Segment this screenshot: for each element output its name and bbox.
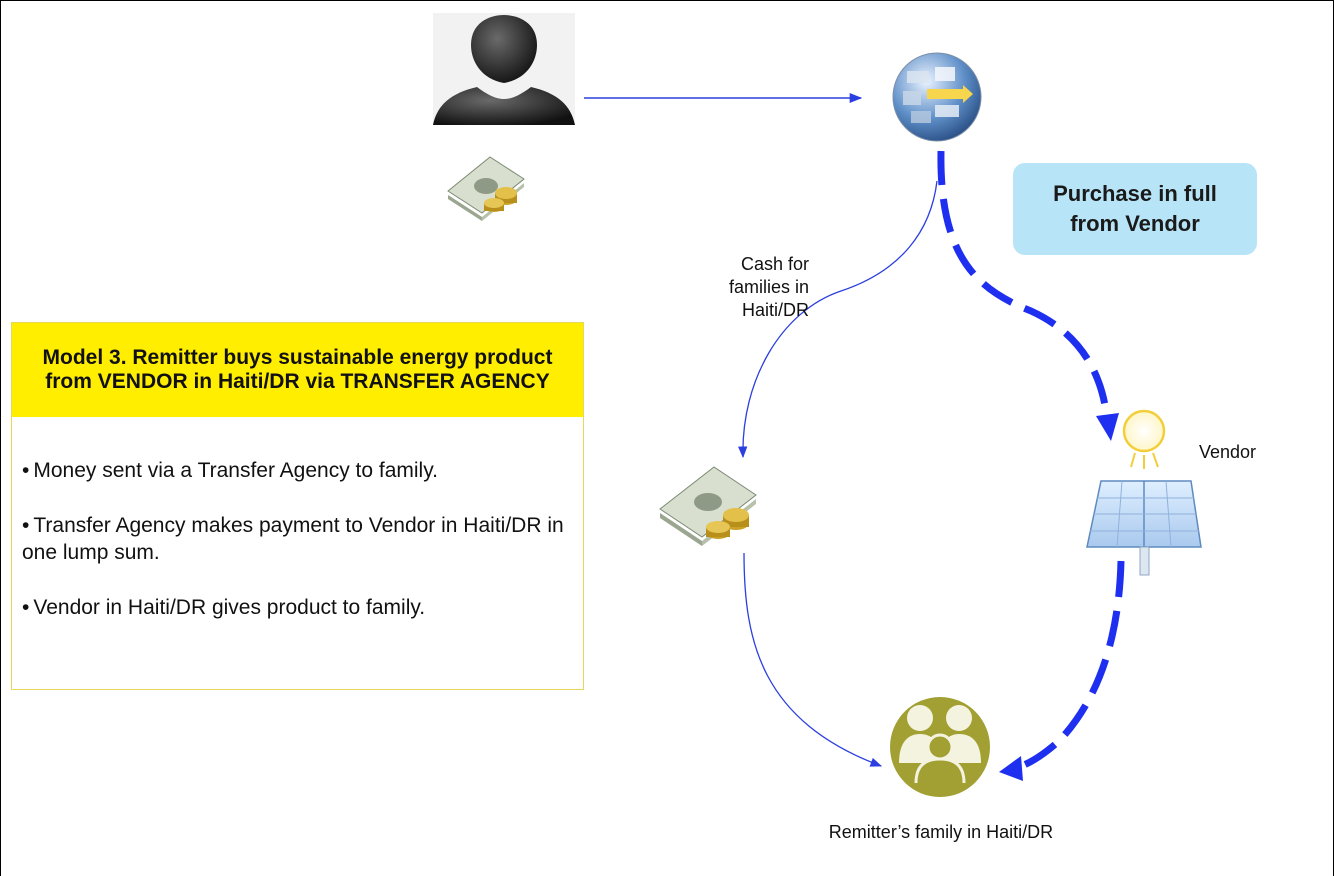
vendor-label: Vendor xyxy=(1199,442,1257,462)
cash-label: Cash for families in Haiti/DR xyxy=(728,254,809,320)
product-arrow xyxy=(1011,560,1125,773)
model-title: Model 3. Remitter buys sustainable energ… xyxy=(12,323,583,417)
purchase-callout: Purchase in full from Vendor xyxy=(1013,163,1257,255)
family-cash-arrow xyxy=(743,552,883,767)
cash-arrow xyxy=(738,180,938,459)
bullet-item: •Money sent via a Transfer Agency to fam… xyxy=(22,457,573,484)
person-silhouette-icon xyxy=(433,13,575,125)
bullet-text: Transfer Agency makes payment to Vendor … xyxy=(22,514,564,564)
purchase-arrowhead xyxy=(1096,413,1119,441)
bullet-item: •Transfer Agency makes payment to Vendor… xyxy=(22,512,573,566)
bullet-mark: • xyxy=(22,514,30,537)
purchase-arrow xyxy=(937,150,1111,420)
family-icon xyxy=(890,697,990,797)
model-bullet-list: •Money sent via a Transfer Agency to fam… xyxy=(12,417,583,621)
bullet-mark: • xyxy=(22,459,30,482)
product-arrowhead xyxy=(999,756,1023,781)
bullet-text: Vendor in Haiti/DR gives product to fami… xyxy=(33,596,426,619)
bullet-mark: • xyxy=(22,596,30,619)
globe-icon xyxy=(892,52,982,142)
model-panel: Model 3. Remitter buys sustainable energ… xyxy=(11,322,584,690)
bullet-item: •Vendor in Haiti/DR gives product to fam… xyxy=(22,594,573,621)
solar-panel-icon xyxy=(1086,409,1202,576)
bullet-text: Money sent via a Transfer Agency to fami… xyxy=(33,459,438,482)
money-stack-icon xyxy=(447,156,525,221)
family-label: Remitter’s family in Haiti/DR xyxy=(828,822,1054,842)
money-stack-icon xyxy=(659,466,757,546)
